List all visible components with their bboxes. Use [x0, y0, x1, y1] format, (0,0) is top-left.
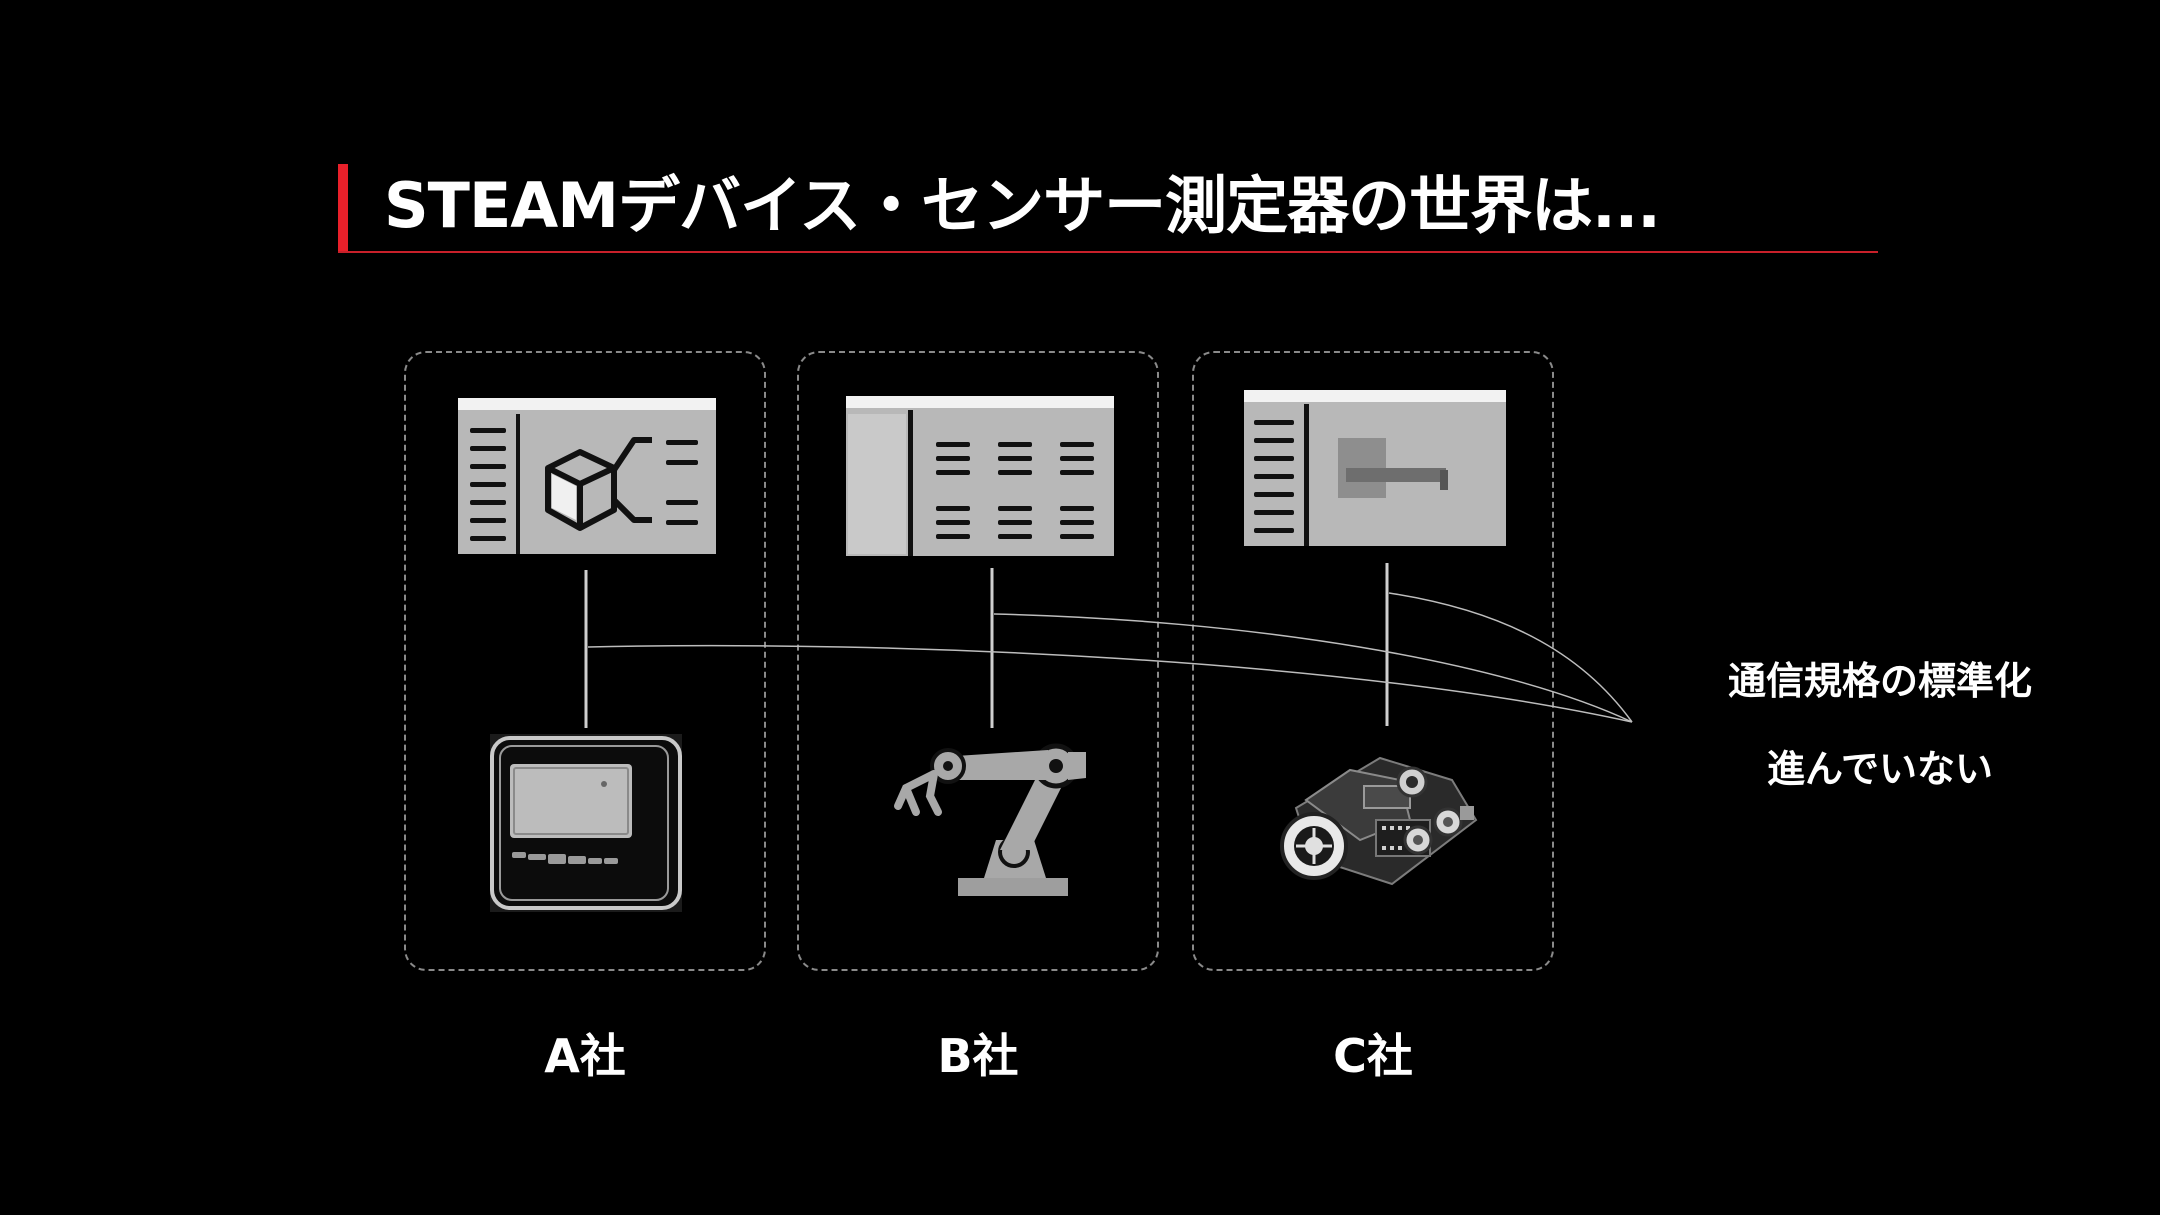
title-underline — [338, 251, 1878, 253]
software-window-columns-icon — [846, 396, 1114, 556]
connector-lines — [584, 563, 1389, 728]
annotation-line-2: 進んでいない — [1766, 747, 1994, 791]
convergence-curves — [587, 592, 1633, 723]
software-window-cube-icon — [458, 398, 716, 554]
company-c-panel — [1192, 351, 1554, 971]
handheld-meter-icon — [490, 734, 682, 912]
company-label-a: A社 — [544, 1029, 626, 1083]
slide-title: STEAMデバイス・センサー測定器の世界は... — [384, 169, 1661, 242]
company-label-c: C社 — [1333, 1029, 1413, 1083]
company-a-panel — [404, 351, 766, 971]
annotation-line-1: 通信規格の標準化 — [1727, 659, 2032, 703]
robot-car-icon — [1280, 756, 1478, 886]
software-window-chart-icon — [1244, 390, 1506, 546]
robot-arm-icon — [894, 743, 1086, 896]
company-label-b: B社 — [937, 1029, 1019, 1083]
title-accent-bar — [338, 164, 348, 252]
